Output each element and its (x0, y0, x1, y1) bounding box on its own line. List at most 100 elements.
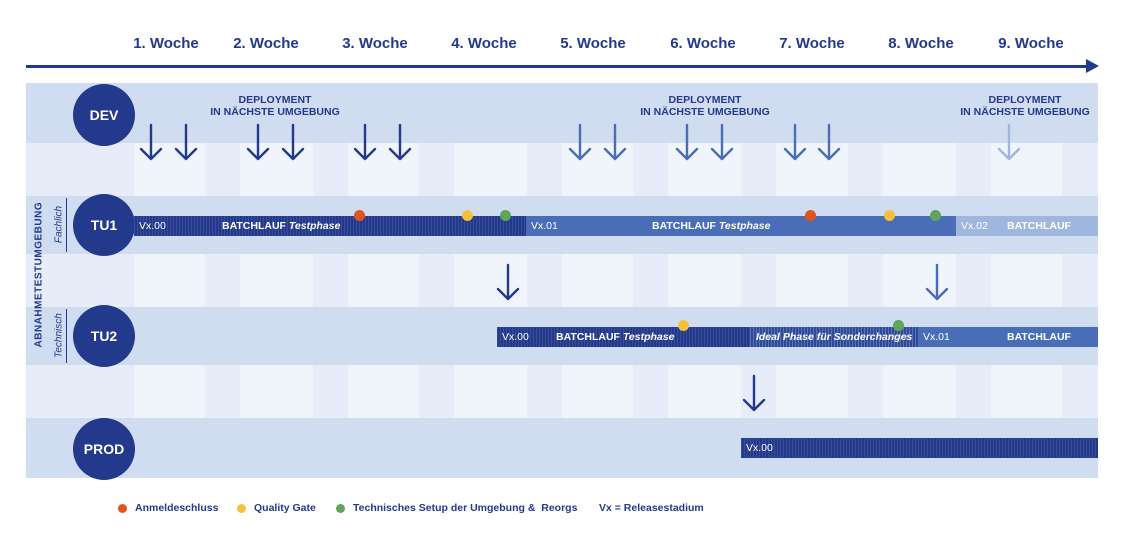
grid-cell (348, 365, 419, 418)
tu1-environment-badge: TU1 (73, 194, 135, 256)
legend-anmeldeschluss-text: Anmeldeschluss (135, 502, 219, 514)
grid-cell (240, 254, 313, 307)
grid-cell (883, 143, 956, 196)
grid-cell (668, 254, 741, 307)
tu2-bar-vx01: Vx.01 BATCHLAUF (918, 327, 1098, 347)
prod-environment-badge: PROD (73, 418, 135, 480)
dev-arrow-7-icon (568, 123, 592, 161)
deployment-label-2-line2: IN NÄCHSTE UMGEBUNG (640, 106, 770, 118)
grid-cell (668, 365, 741, 418)
tu1-setup-dot-1 (500, 210, 511, 221)
grid-cell (454, 365, 527, 418)
grid-cell (776, 254, 848, 307)
deployment-label-3: DEPLOYMENT IN NÄCHSTE UMGEBUNG (935, 94, 1115, 118)
tu1-bar-vx02-version: Vx.02 (961, 220, 988, 232)
legend-releasestadium-text: Vx = Releasestadium (599, 502, 704, 514)
legend-anmeldeschluss: Anmeldeschluss (118, 502, 218, 514)
grid-cell (454, 254, 527, 307)
tu2-setup-dot (893, 320, 904, 331)
grid-cell (134, 254, 205, 307)
tu1-quality-gate-dot-1 (462, 210, 473, 221)
deployment-label-2-line1: DEPLOYMENT (668, 94, 742, 106)
dev-arrow-11-icon (783, 123, 807, 161)
timeline-axis (26, 65, 1090, 68)
tu2-bar-vx00-title: BATCHLAUF (556, 331, 620, 343)
prod-bar-vx00-version: Vx.00 (746, 442, 773, 454)
legend-quality-gate-dot (237, 503, 246, 513)
tu2-bar-vx00: Vx.00 BATCHLAUF Testphase (497, 327, 750, 347)
tu1-anmeldeschluss-dot-2 (805, 210, 816, 221)
week-7-label: 7. Woche (779, 35, 845, 52)
dev-arrow-3-icon (246, 123, 270, 161)
week-5-label: 5. Woche (560, 35, 626, 52)
grid-cell (991, 254, 1062, 307)
tu1-bar-vx00-version: Vx.00 (139, 220, 166, 232)
dev-arrow-12-icon (817, 123, 841, 161)
deployment-label-1: DEPLOYMENT IN NÄCHSTE UMGEBUNG (185, 94, 365, 118)
legend-setup: Technisches Setup der Umgebung & Reorgs (336, 502, 577, 514)
grid-cell (348, 254, 419, 307)
dev-arrow-4-icon (281, 123, 305, 161)
tu1-to-tu2-arrow-1-icon (496, 263, 520, 301)
deployment-label-1-line1: DEPLOYMENT (238, 94, 312, 106)
tu1-setup-dot-2 (930, 210, 941, 221)
tu1-quality-gate-dot-2 (884, 210, 895, 221)
tu2-bar-vx00-label: BATCHLAUF Testphase (556, 331, 674, 343)
grid-cell (776, 365, 848, 418)
week-9-label: 9. Woche (998, 35, 1064, 52)
technisch-label: Technisch (53, 313, 65, 358)
tu1-bar-vx00-label: BATCHLAUF Testphase (222, 220, 340, 232)
grid-cell (134, 365, 205, 418)
tu2-environment-badge: TU2 (73, 305, 135, 367)
grid-cell (454, 143, 527, 196)
deployment-label-3-line1: DEPLOYMENT (988, 94, 1062, 106)
grid-cell (991, 365, 1062, 418)
tu2-bar-vx01-label: BATCHLAUF (1007, 331, 1071, 343)
deployment-label-3-line2: IN NÄCHSTE UMGEBUNG (960, 106, 1090, 118)
week-6-label: 6. Woche (670, 35, 736, 52)
dev-arrow-13-icon (997, 123, 1021, 161)
dev-arrow-6-icon (388, 123, 412, 161)
tu1-bar-vx01-label: BATCHLAUF Testphase (652, 220, 770, 232)
tu1-bar-vx01-title: BATCHLAUF (652, 220, 716, 232)
timeline-arrowhead-icon (1086, 59, 1099, 73)
fachlich-label: Fachlich (53, 205, 65, 244)
tu1-anmeldeschluss-dot-1 (354, 210, 365, 221)
dev-arrow-5-icon (353, 123, 377, 161)
legend-setup-text: Technisches Setup der Umgebung & Reorgs (353, 502, 578, 514)
tu2-quality-gate-dot (678, 320, 689, 331)
week-3-label: 3. Woche (342, 35, 408, 52)
dev-arrow-2-icon (174, 123, 198, 161)
dev-environment-badge: DEV (73, 84, 135, 146)
dev-arrow-1-icon (139, 123, 163, 161)
week-1-label: 1. Woche (133, 35, 199, 52)
tu1-bar-vx02: Vx.02 BATCHLAUF (956, 216, 1098, 236)
grid-cell (562, 365, 633, 418)
tu1-bar-vx02-label: BATCHLAUF (1007, 220, 1071, 232)
tu1-bar-vx00-phase: Testphase (288, 220, 341, 232)
legend-anmeldeschluss-dot (118, 503, 127, 513)
tu1-bar-vx01: Vx.01 BATCHLAUF Testphase (526, 216, 956, 236)
grid-cell (562, 254, 633, 307)
legend-quality-gate-text: Quality Gate (254, 502, 316, 514)
technisch-divider (66, 309, 67, 363)
deployment-label-2: DEPLOYMENT IN NÄCHSTE UMGEBUNG (615, 94, 795, 118)
grid-cell (883, 254, 956, 307)
tu2-bar-vx01-version: Vx.01 (923, 331, 950, 343)
tu1-to-tu2-arrow-2-icon (925, 263, 949, 301)
week-2-label: 2. Woche (233, 35, 299, 52)
tu1-bar-vx01-phase: Testphase (718, 220, 771, 232)
tu1-bar-vx00: Vx.00 BATCHLAUF Testphase (134, 216, 526, 236)
tu2-bar-vx00-phase: Testphase (622, 331, 675, 343)
tu2-bar-sonderchanges: Ideal Phase für Sonderchanges (750, 327, 918, 347)
legend-setup-dot (336, 503, 345, 513)
legend-releasestadium: Vx = Releasestadium (599, 502, 704, 514)
tu2-bar-vx00-version: Vx.00 (502, 331, 529, 343)
week-8-label: 8. Woche (888, 35, 954, 52)
deployment-label-1-line2: IN NÄCHSTE UMGEBUNG (210, 106, 340, 118)
dev-lane (26, 83, 1098, 143)
grid-cell (240, 365, 313, 418)
dev-arrow-9-icon (675, 123, 699, 161)
tu1-bar-vx01-version: Vx.01 (531, 220, 558, 232)
tu1-bar-vx00-title: BATCHLAUF (222, 220, 286, 232)
